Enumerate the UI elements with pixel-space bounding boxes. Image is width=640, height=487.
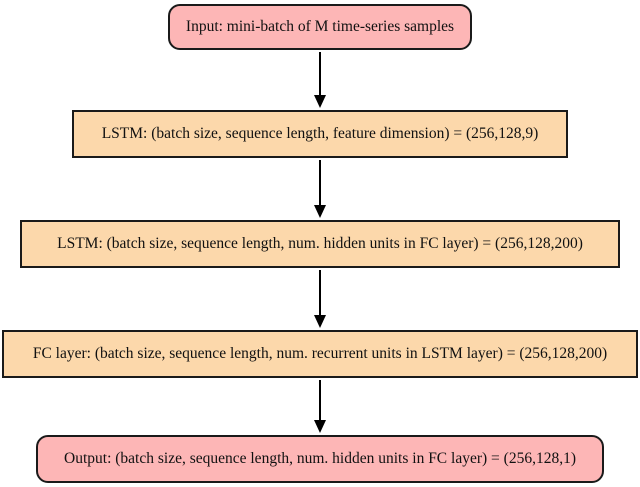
arrowhead-down-icon bbox=[314, 205, 326, 218]
arrowhead-down-icon bbox=[314, 315, 326, 328]
arrowhead-down-icon bbox=[314, 420, 326, 433]
arrow-line bbox=[319, 52, 321, 95]
node-lstm-layer-2: LSTM: (batch size, sequence length, num.… bbox=[20, 220, 620, 268]
arrow-lstm1-to-lstm2 bbox=[312, 160, 328, 218]
arrow-lstm2-to-fc bbox=[312, 270, 328, 328]
node-fc-layer: FC layer: (batch size, sequence length, … bbox=[2, 330, 638, 378]
node-output: Output: (batch size, sequence length, nu… bbox=[36, 435, 604, 483]
arrow-fc-to-output bbox=[312, 380, 328, 433]
arrow-line bbox=[319, 380, 321, 420]
arrow-input-to-lstm1 bbox=[312, 52, 328, 108]
arrow-line bbox=[319, 270, 321, 315]
arrow-line bbox=[319, 160, 321, 205]
node-input: Input: mini-batch of M time-series sampl… bbox=[168, 4, 472, 50]
node-lstm-layer-1: LSTM: (batch size, sequence length, feat… bbox=[72, 110, 568, 158]
arrowhead-down-icon bbox=[314, 95, 326, 108]
